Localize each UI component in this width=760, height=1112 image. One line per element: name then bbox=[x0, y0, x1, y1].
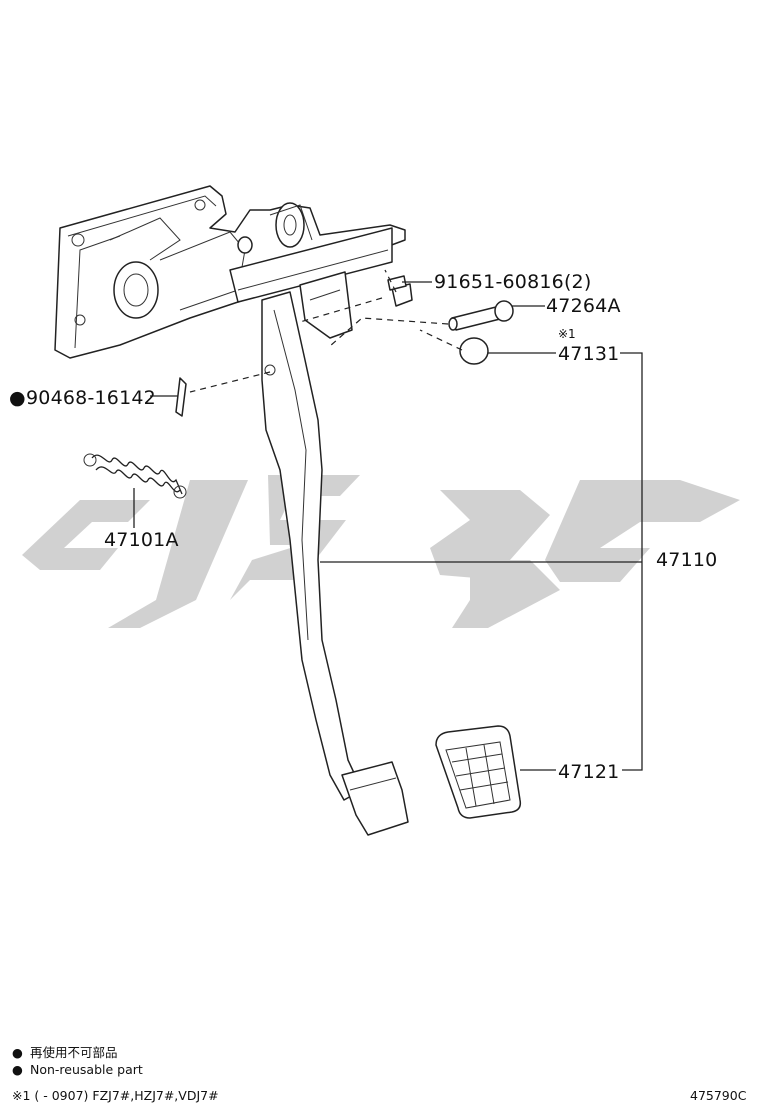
callout-47110: 47110 bbox=[656, 549, 717, 571]
assembly-dashed-lines bbox=[189, 269, 463, 393]
legend-bullet-1: ● bbox=[12, 1045, 23, 1060]
pedal-pad-47121 bbox=[435, 725, 556, 819]
legend-model-note: ※1 ( - 0907) FZJ7#,HZJ7#,VDJ7# bbox=[12, 1088, 219, 1103]
legend-bullet-2: ● bbox=[12, 1062, 23, 1077]
callout-47121: 47121 bbox=[558, 761, 619, 783]
callout-47131: 47131 bbox=[558, 343, 619, 365]
clip-90468 bbox=[150, 377, 187, 417]
leader-lines bbox=[320, 352, 643, 771]
pedal-bracket bbox=[54, 185, 406, 359]
legend: ● 再使用不可部品 ● Non-reusable part ※1 ( - 090… bbox=[12, 1045, 219, 1103]
legend-non-reusable-ja: 再使用不可部品 bbox=[30, 1045, 118, 1060]
brake-pedal-arm bbox=[261, 291, 409, 836]
legend-non-reusable-en: Non-reusable part bbox=[30, 1062, 143, 1077]
stopper-47131 bbox=[459, 337, 556, 365]
figure-id: 475790C bbox=[690, 1088, 747, 1103]
callout-90468-16142: 90468-16142 bbox=[26, 387, 156, 409]
callout-47131-note: ※1 bbox=[558, 327, 576, 341]
callout-90468-bullet: ● bbox=[9, 387, 26, 409]
callout-91651-60816: 91651-60816(2) bbox=[434, 271, 591, 293]
pin-47264a bbox=[448, 300, 545, 331]
callout-47101a: 47101A bbox=[104, 529, 179, 551]
bolt-91651 bbox=[387, 275, 432, 307]
spring-47101a bbox=[83, 453, 187, 528]
callout-47264a: 47264A bbox=[546, 295, 621, 317]
watermark-logo bbox=[22, 475, 740, 628]
